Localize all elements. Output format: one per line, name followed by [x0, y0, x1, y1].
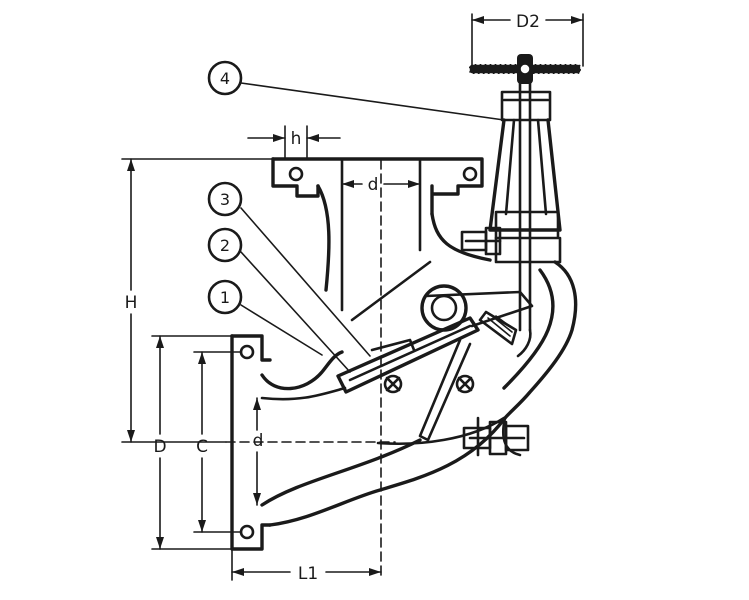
dimension-label-d-side: d [253, 431, 264, 451]
yoke-and-stem [488, 58, 562, 358]
callout-number: 3 [220, 190, 230, 209]
dimension-label-H: H [125, 293, 138, 313]
dimension-label-C: C [196, 437, 208, 457]
dimension-c-bolt-circle [193, 351, 241, 533]
center-lines [225, 159, 396, 581]
dimension-h-height [121, 158, 274, 443]
top-flange [271, 157, 492, 312]
dimension-label-L1: L1 [298, 564, 318, 584]
valve-body [376, 260, 578, 457]
dimension-l1 [231, 548, 382, 581]
dimension-d-flange [151, 335, 233, 550]
callout-number: 4 [220, 69, 230, 88]
callout-4: 4 [207, 60, 243, 96]
disc-mechanism [336, 260, 534, 442]
dimension-d-side [253, 397, 261, 506]
side-flange [230, 334, 507, 551]
dimension-d2 [471, 13, 584, 67]
callout-number: 2 [220, 236, 230, 255]
dimension-label-d-top: d [368, 175, 379, 195]
dimension-label-D: D [153, 437, 166, 457]
dimension-d-top [341, 180, 421, 188]
dimension-label-h: h [291, 129, 302, 149]
callout-number: 1 [220, 288, 230, 307]
dimension-h-thickness [247, 125, 341, 159]
handwheel [468, 54, 582, 84]
callout-2: 2 [207, 227, 243, 263]
callout-3: 3 [207, 181, 243, 217]
body-bolts [460, 226, 530, 456]
dimension-label-d2: D2 [516, 12, 540, 32]
callout-1: 1 [207, 279, 243, 315]
callout-leaders [240, 82, 505, 373]
